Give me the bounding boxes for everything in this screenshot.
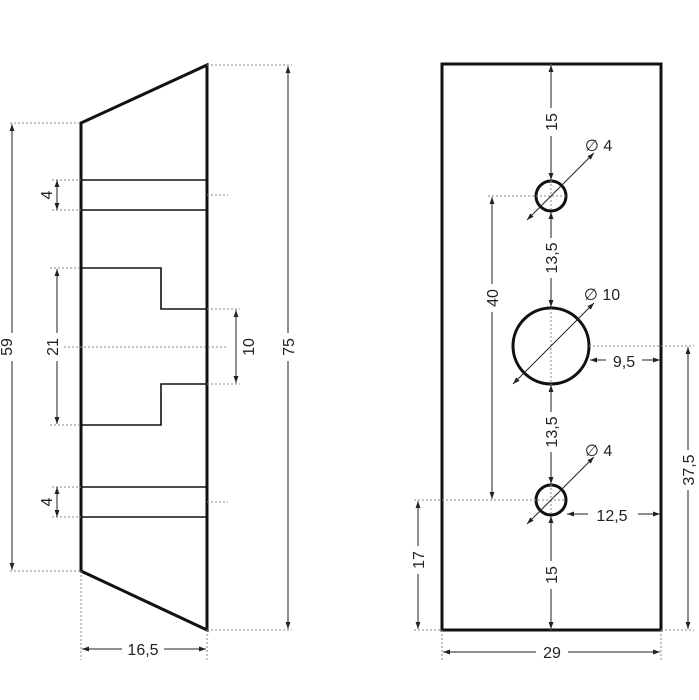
label-bottom-hole-edge-12-5: 12,5 [596,508,627,525]
leader-top-hole [526,152,595,221]
label-slot-bottom-4: 4 [39,497,56,506]
label-bottom-hole-from-base-17: 17 [411,551,428,569]
label-pocket-10: 10 [241,338,258,356]
label-spacing-lower-13-5: 13,5 [544,416,561,447]
label-height-75: 75 [281,338,298,356]
label-height-59: 59 [0,338,16,356]
label-pocket-21: 21 [45,338,62,356]
label-slot-top-4: 4 [39,190,56,199]
label-bottom-hole-offset-15: 15 [544,566,561,584]
leader-bottom-hole [526,456,595,525]
pocket-outline [81,267,207,426]
label-depth-16-5: 16,5 [127,642,158,659]
label-center-hole-diameter: ∅ 10 [584,287,620,304]
front-view: 15 13,5 40 13,5 15 17 37,5 9,5 12,5 29 ∅… [408,62,698,662]
label-bottom-hole-diameter: ∅ 4 [585,443,612,460]
label-center-hole-edge-9-5: 9,5 [613,354,635,371]
label-width-29: 29 [543,645,561,662]
label-spacing-upper-13-5: 13,5 [544,242,561,273]
label-spacing-total-40: 40 [485,289,502,307]
label-center-from-bottom-37-5: 37,5 [681,454,698,485]
label-top-hole-diameter: ∅ 4 [585,138,612,155]
label-top-hole-offset-15: 15 [544,113,561,131]
side-view: 59 4 21 10 4 75 16,5 [0,62,298,660]
leader-center-hole [512,302,595,385]
